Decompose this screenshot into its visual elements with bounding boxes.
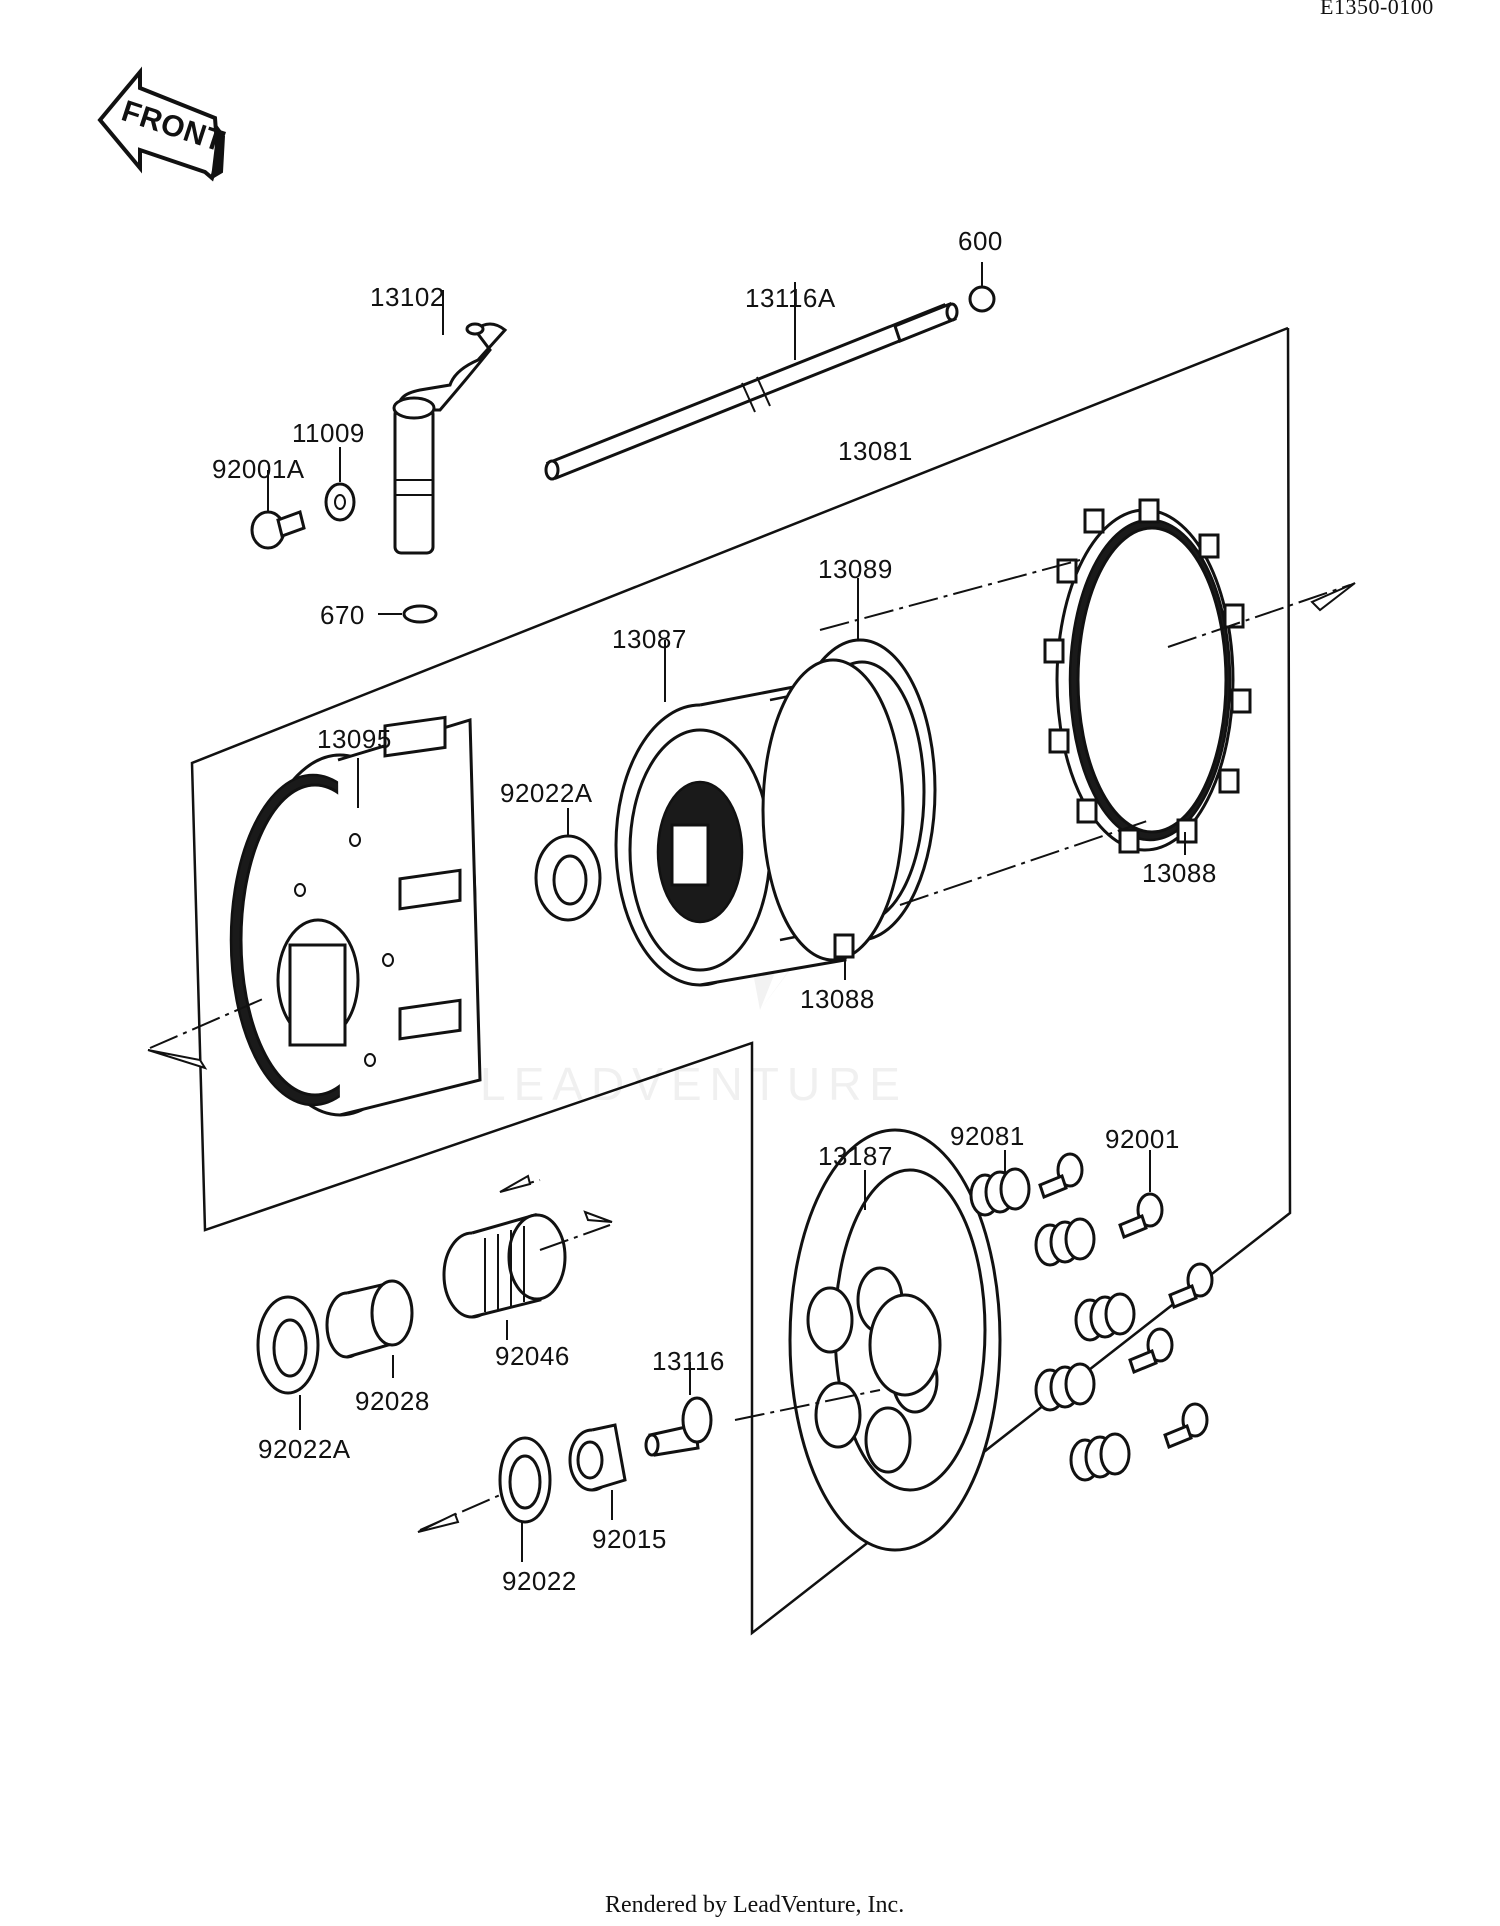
watermark-text: LEADVENTURE (480, 1058, 908, 1110)
push-rod-13116-icon (644, 1362, 713, 1457)
label-13116: 13116 (652, 1346, 725, 1376)
assembly-boundary (190, 326, 1292, 1636)
label-13088-bottom: 13088 (800, 984, 875, 1014)
washer-92022A-top-icon (534, 808, 602, 922)
label-92022A-top: 92022A (500, 778, 593, 808)
label-13187: 13187 (818, 1141, 893, 1171)
label-13081: 13081 (838, 436, 913, 466)
label-13116A: 13116A (745, 283, 836, 313)
pressure-plate-13187-icon (734, 1128, 1002, 1552)
clutch-housing-13095-icon (147, 715, 482, 1117)
release-lever-13102-icon (392, 290, 508, 555)
ball-600-icon (968, 262, 996, 313)
needle-bearing-92046-icon (442, 1174, 613, 1340)
label-92001: 92001 (1105, 1124, 1180, 1154)
lock-washer-92022-icon (417, 1436, 552, 1562)
collar-92028-icon (325, 1279, 414, 1378)
label-13095: 13095 (317, 724, 392, 754)
washer-11009-icon (324, 447, 356, 522)
bolts-92001-icon (1038, 1150, 1214, 1449)
label-92081: 92081 (950, 1121, 1025, 1151)
label-92022A-bottom: 92022A (258, 1434, 351, 1464)
friction-plate-13088-bottom-icon (833, 933, 855, 980)
bolt-92001A-icon (250, 470, 306, 550)
label-13087: 13087 (612, 624, 687, 654)
front-arrow-icon: FRONT (97, 66, 228, 182)
o-ring-670-icon (378, 604, 438, 624)
label-600: 600 (958, 226, 1003, 256)
clutch-springs-92081-icon (969, 1150, 1136, 1482)
friction-plate-13088-right-icon (819, 498, 1356, 906)
washer-92022A-bottom-icon (256, 1295, 320, 1430)
label-92022: 92022 (502, 1566, 577, 1596)
label-13088-right: 13088 (1142, 858, 1217, 888)
label-92015: 92015 (592, 1524, 667, 1554)
label-670: 670 (320, 600, 365, 630)
label-92001A: 92001A (212, 454, 305, 484)
label-13102: 13102 (370, 282, 445, 312)
push-rod-13116A-icon (544, 282, 959, 481)
label-92028: 92028 (355, 1386, 430, 1416)
label-13089: 13089 (818, 554, 893, 584)
label-92046: 92046 (495, 1341, 570, 1371)
label-11009: 11009 (292, 418, 365, 448)
footer-credit: Rendered by LeadVenture, Inc. (605, 1892, 904, 1918)
nut-92015-icon (568, 1423, 627, 1520)
diagram-code: E1350-0100 (1320, 0, 1434, 19)
steel-plate-13089-icon (761, 578, 937, 962)
